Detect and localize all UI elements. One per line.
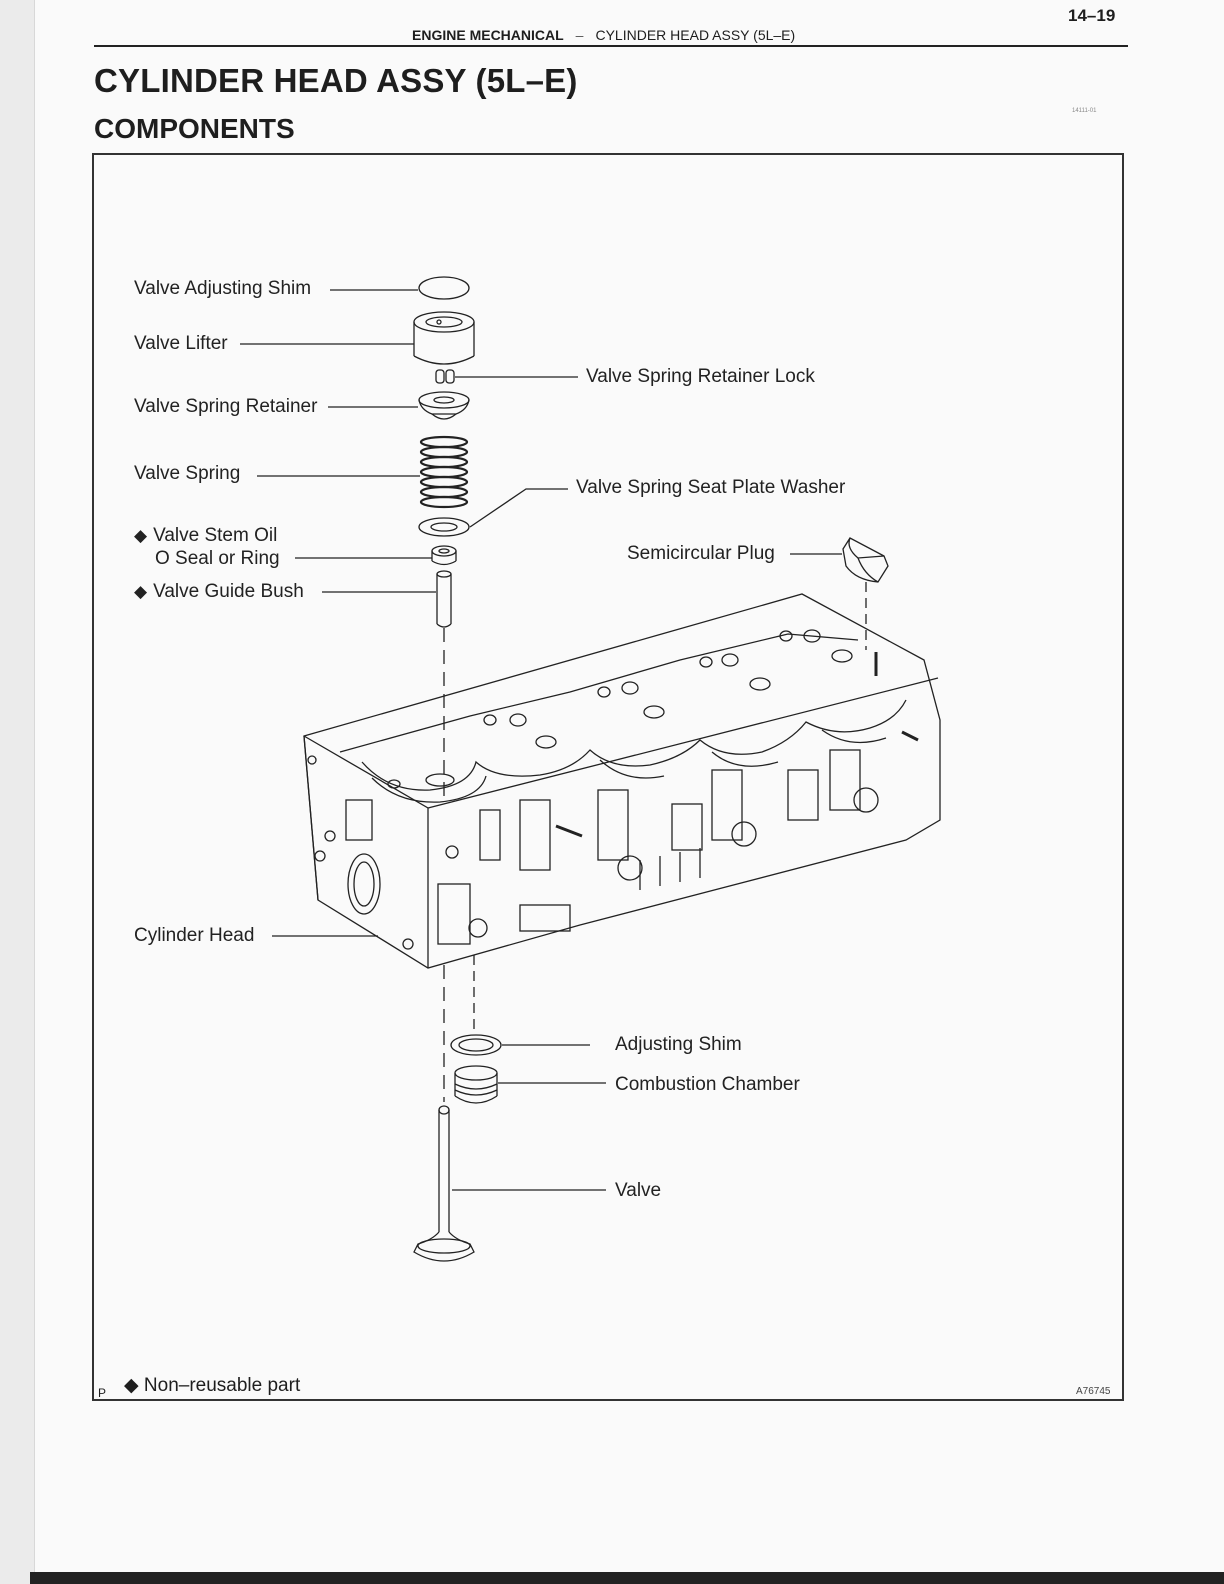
semicircular-plug-part xyxy=(842,537,889,583)
valve-spring-part xyxy=(419,435,469,509)
header-rule xyxy=(94,45,1128,47)
cylinder-head-part xyxy=(303,593,941,969)
section-subtitle: COMPONENTS xyxy=(94,113,295,144)
label-valve-stem-oil-seal-line2: O Seal or Ring xyxy=(155,548,280,569)
non-reusable-marker: ◆ xyxy=(134,582,148,601)
label-valve-guide-bush-text: Valve Guide Bush xyxy=(153,581,304,602)
header-subsection: CYLINDER HEAD ASSY (5L–E) xyxy=(595,27,796,43)
label-valve-spring-retainer-lock: Valve Spring Retainer Lock xyxy=(586,366,815,387)
leader-line-seat-plate-washer xyxy=(469,488,568,528)
non-reusable-marker: ◆ xyxy=(124,1375,139,1396)
corner-letter: P xyxy=(98,1386,107,1400)
scan-bottom-edge xyxy=(30,1572,1224,1584)
label-valve-lifter: Valve Lifter xyxy=(134,333,228,354)
valve-part xyxy=(413,1105,475,1262)
label-cylinder-head: Cylinder Head xyxy=(134,925,255,946)
reference-code: 14111-01 xyxy=(1072,108,1097,114)
adjusting-shim-part xyxy=(450,1034,502,1056)
label-semicircular-plug: Semicircular Plug xyxy=(627,543,775,564)
head-port-2 xyxy=(437,883,471,945)
header-separator: – xyxy=(575,27,584,43)
page-number: 14–19 xyxy=(1068,6,1116,25)
head-bore-left xyxy=(347,853,381,915)
legend-note-text: Non–reusable part xyxy=(143,1375,301,1396)
header-section: ENGINE MECHANICAL xyxy=(412,27,564,43)
valve-stem-oil-seal-part xyxy=(431,545,457,566)
label-valve-adjusting-shim: Valve Adjusting Shim xyxy=(134,278,312,299)
seat-plate-washer-part xyxy=(418,517,470,537)
valve-guide-bush-part xyxy=(436,570,452,628)
valve-spring-retainer-part xyxy=(418,391,470,420)
non-reusable-marker: ◆ xyxy=(134,526,148,545)
label-valve-spring: Valve Spring xyxy=(134,463,241,484)
label-valve-stem-oil-seal-text: Valve Stem Oil xyxy=(153,525,278,546)
diagram-frame xyxy=(92,153,1124,1401)
label-valve-guide-bush: ◆ Valve Guide Bush xyxy=(134,581,304,603)
running-header: ENGINE MECHANICAL–CYLINDER HEAD ASSY (5L… xyxy=(412,27,795,43)
label-valve: Valve xyxy=(615,1180,662,1201)
page-title: CYLINDER HEAD ASSY (5L–E) xyxy=(94,62,578,99)
legend-note: ◆ Non–reusable part xyxy=(124,1374,300,1397)
valve-adjusting-shim-part xyxy=(418,276,470,300)
label-combustion-chamber: Combustion Chamber xyxy=(615,1074,800,1095)
label-adjusting-shim: Adjusting Shim xyxy=(615,1034,742,1055)
head-port-3 xyxy=(519,904,571,932)
valve-lifter-part xyxy=(413,311,475,365)
figure-code: A76745 xyxy=(1076,1386,1111,1397)
page-binding-edge xyxy=(0,0,35,1584)
label-valve-stem-oil-seal-line1: ◆ Valve Stem Oil xyxy=(134,525,277,547)
head-port-1 xyxy=(345,799,373,841)
retainer-lock-part xyxy=(435,369,455,384)
label-valve-spring-retainer: Valve Spring Retainer xyxy=(134,396,318,417)
combustion-chamber-part xyxy=(454,1065,498,1104)
label-valve-spring-seat-plate-washer: Valve Spring Seat Plate Washer xyxy=(576,477,846,498)
